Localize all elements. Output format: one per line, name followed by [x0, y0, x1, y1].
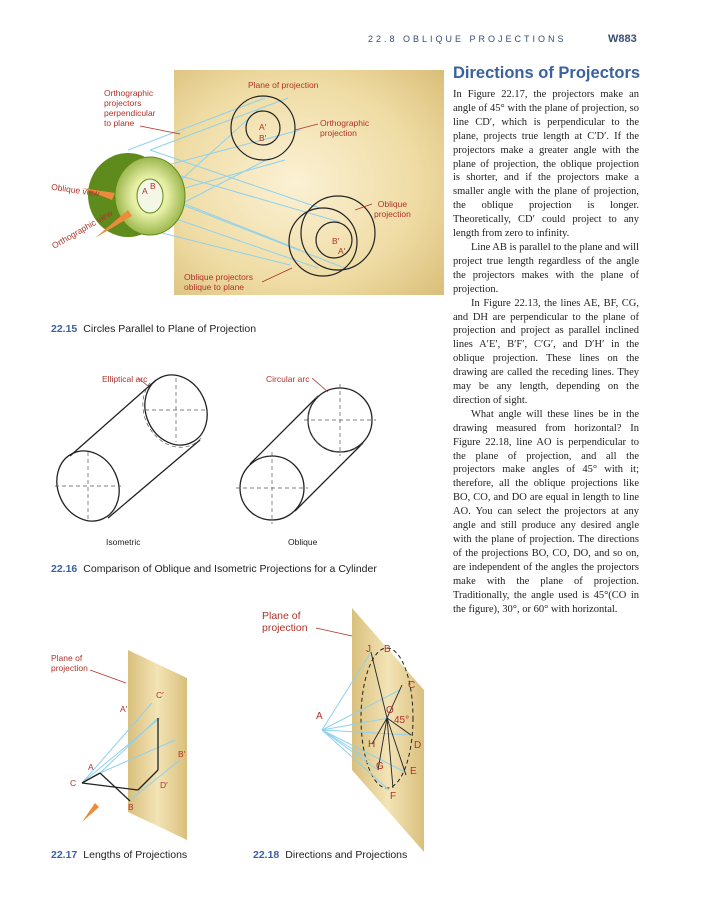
fig18-point-A: A	[316, 711, 323, 722]
fig17-projectors	[81, 702, 181, 801]
running-header-section: 22.8 OBLIQUE PROJECTIONS	[368, 34, 567, 44]
body-text: In Figure 22.17, the projectors make an …	[453, 88, 639, 616]
ring-object-hole	[136, 178, 164, 214]
fig18-leader	[315, 627, 353, 637]
paragraph: In Figure 22.17, the projectors make an …	[453, 89, 639, 240]
fig17-point-A: A	[88, 762, 94, 772]
ortho-projection-inner-circle	[245, 110, 281, 146]
fig15-point-Ap: A′	[338, 246, 346, 256]
ortho-projection-outer-circle	[230, 95, 296, 161]
fig18-point-O: O	[386, 705, 394, 716]
cylinder-hidden-lines	[55, 378, 376, 524]
fig15-oblique-projection-label: Oblique projection	[374, 199, 411, 219]
fig17-view-arrow	[82, 803, 99, 822]
paragraph: What angle will these lines be in the dr…	[453, 408, 639, 615]
fig18-point-G: G	[376, 761, 384, 772]
fig15-ortho-projection-label: Orthographic projection	[320, 118, 370, 138]
leader-lines	[139, 123, 373, 283]
fig15-point-B: B	[150, 181, 156, 191]
fig15-caption-text: Circles Parallel to Plane of Projection	[83, 323, 257, 335]
section-title: Directions of Projectors	[453, 64, 641, 82]
orthographic-view-arrow	[95, 210, 132, 238]
fig16-oblique-label: Oblique	[288, 537, 318, 547]
fig16-leaders	[137, 377, 329, 393]
fig16-caption: 22.16 Comparison of Oblique and Isometric…	[51, 563, 377, 575]
fig16-isometric-label: Isometric	[106, 537, 141, 547]
fig17-number: 22.17	[51, 849, 78, 861]
fig16-number: 22.16	[51, 563, 78, 575]
fig17-caption-text: Lengths of Projections	[83, 849, 188, 861]
fig15-point-Av: A′	[259, 122, 267, 132]
page-number: W883	[608, 33, 637, 45]
fig15-point-Bv: B′	[259, 133, 267, 143]
fig17-point-C2: C′	[156, 690, 164, 700]
fig16-elliptical-arc-label: Elliptical arc	[102, 374, 148, 384]
fig18-point-H: H	[368, 739, 376, 750]
fig17-point-D2: D′	[160, 780, 168, 790]
fig18-point-F: F	[390, 791, 397, 802]
fig15-caption: 22.15 Circles Parallel to Plane of Projec…	[51, 323, 256, 335]
fig17-leader	[89, 669, 127, 684]
fig18-point-J: J	[366, 644, 371, 655]
fig18-point-E: E	[410, 766, 417, 777]
fig17-point-B2: B′	[178, 749, 186, 759]
fig18-point-B: B	[384, 644, 391, 655]
fig18-angle-label: 45°	[394, 715, 410, 726]
fig18-plane-label: Plane of projection	[262, 610, 308, 634]
oblique-projection-inner-circle	[315, 221, 353, 259]
paragraph: In Figure 22.13, the lines AE, BF, CG, a…	[453, 297, 639, 406]
oblique-view-arrow	[82, 188, 115, 200]
fig15-point-A: A	[142, 186, 148, 196]
fig18-caption-text: Directions and Projections	[285, 849, 408, 861]
plane-of-projection-panel	[174, 70, 444, 295]
fig17-point-A2: A′	[120, 704, 128, 714]
fig15-point-Bp: B′	[332, 236, 340, 246]
fig17-point-B: B	[128, 802, 134, 812]
fig18-point-D: D	[414, 740, 422, 751]
figure-22-16-drawing	[56, 374, 373, 522]
oblique-projection-outer-circle	[300, 195, 376, 271]
fig17-caption: 22.17 Lengths of Projections	[51, 849, 187, 861]
fig15-number: 22.15	[51, 323, 78, 335]
fig15-plane-label: Plane of projection	[248, 80, 319, 90]
fig15-oblique-projectors-label: Oblique projectors oblique to plane	[184, 272, 253, 292]
fig17-plane-label: Plane of projection	[51, 653, 88, 673]
fig15-ortho-perp-label: Orthographic projectors perpendicular to…	[104, 88, 156, 128]
fig17-lines	[81, 718, 159, 802]
fig18-radii	[370, 651, 412, 789]
oblique-projection-outer-circle-2	[288, 207, 358, 277]
fig16-caption-text: Comparison of Oblique and Isometric Proj…	[83, 563, 377, 575]
fig16-circular-arc-label: Circular arc	[266, 374, 310, 384]
fig18-caption: 22.18 Directions and Projections	[253, 849, 407, 861]
fig18-number: 22.18	[253, 849, 280, 861]
paragraph: Line AB is parallel to the plane and wil…	[453, 241, 639, 295]
fig18-point-C: C	[408, 680, 416, 691]
fig17-point-C: C	[70, 778, 77, 788]
fig18-projectors	[321, 651, 411, 791]
